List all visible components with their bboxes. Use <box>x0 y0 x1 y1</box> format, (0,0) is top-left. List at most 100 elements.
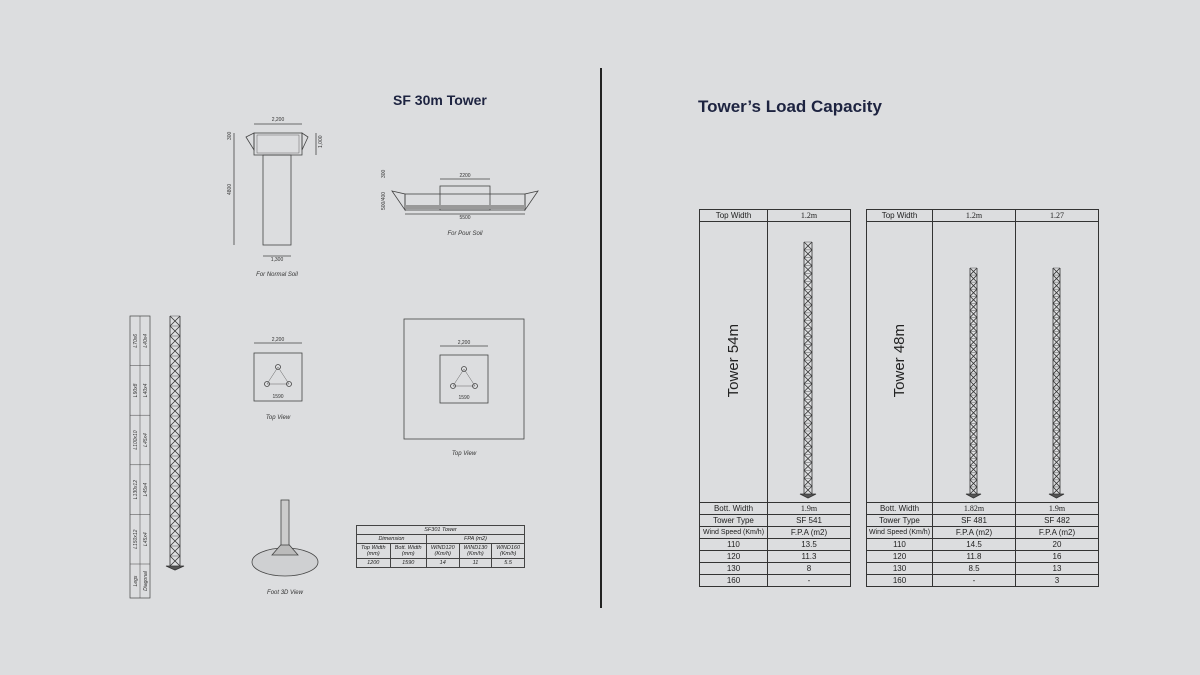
fpa-value: - <box>932 574 1016 587</box>
tower-lattice-icon <box>1048 267 1065 499</box>
label-fpa: F.P.A (m2) <box>1015 526 1099 539</box>
wind-speed: 160 <box>699 574 768 587</box>
tower-elevation <box>165 315 185 571</box>
sf-col-header: WIND130(Km/h) <box>458 543 493 559</box>
wind-speed: 120 <box>866 550 933 563</box>
member-label: L90x8 <box>133 383 139 397</box>
dim: 5500 <box>459 215 470 221</box>
member-header: Diagonal <box>143 570 149 591</box>
dim: 500/400 <box>381 192 387 210</box>
wind-speed: 120 <box>699 550 768 563</box>
wind-speed: 130 <box>699 562 768 575</box>
label-bott-width: Bott. Width <box>699 502 768 515</box>
left-title: SF 30m Tower <box>393 92 487 108</box>
bott-width-value: 1.82m <box>932 502 1016 515</box>
divider <box>600 68 602 608</box>
fpa-value: 11.3 <box>767 550 851 563</box>
tower-type-value: SF 541 <box>767 514 851 527</box>
sf-table-group: Dimension <box>356 534 427 544</box>
wind-speed: 110 <box>866 538 933 551</box>
label-tower-type: Tower Type <box>699 514 768 527</box>
table-row: 160-3 <box>866 574 1099 587</box>
wind-speed: 130 <box>866 562 933 575</box>
dim: 4800 <box>227 184 233 195</box>
top-width-value: 1.27 <box>1015 209 1099 222</box>
right-title: Tower’s Load Capacity <box>698 97 882 116</box>
label-fpa: F.P.A (m2) <box>767 526 851 539</box>
fpa-value: 16 <box>1015 550 1099 563</box>
poor-soil-section <box>391 178 539 215</box>
tower-type-value: SF 481 <box>932 514 1016 527</box>
poor-soil-caption: For Pour Soil <box>447 231 483 237</box>
tower-lattice-icon <box>799 241 817 499</box>
wind-speed: 110 <box>699 538 768 551</box>
sf-value: 11 <box>458 558 493 568</box>
top-view-caption: Top View <box>452 451 477 457</box>
top-view-caption: Top View <box>266 415 291 421</box>
sf-col-header: WIND160(Km/h) <box>491 543 525 559</box>
sf-value: 5.5 <box>491 558 525 568</box>
top-view-2 <box>403 318 525 440</box>
dim: 300 <box>381 169 387 178</box>
tower-name: Tower 54m <box>725 323 742 398</box>
sf-col-header: WIND120(Km/h) <box>425 543 460 559</box>
sf-col-header: Bott. Width(mm) <box>389 543 427 559</box>
dim: 2,200 <box>272 117 285 123</box>
top-width-value: 1.2m <box>767 209 851 222</box>
member-label: L40x4 <box>143 383 149 397</box>
label-top-width: Top Width <box>699 209 768 222</box>
sf-table-group: FPA (m2) <box>425 534 526 544</box>
table-row: 160- <box>699 574 851 587</box>
label-top-width: Top Width <box>866 209 933 222</box>
bott-width-value: 1.9m <box>1015 502 1099 515</box>
top-width-value: 1.2m <box>932 209 1016 222</box>
sf-col-header: Top Width(mm) <box>356 543 391 559</box>
fpa-value: 13.5 <box>767 538 851 551</box>
fpa-value: 13 <box>1015 562 1099 575</box>
tower-482-drawing <box>1015 221 1099 503</box>
sf-value: 1590 <box>389 558 427 568</box>
member-label: L130x12 <box>133 480 139 499</box>
fpa-value: 20 <box>1015 538 1099 551</box>
tower-lattice-icon <box>965 267 982 499</box>
dim: 300 <box>227 131 233 140</box>
dim: 2,200 <box>458 340 471 346</box>
dim: 1590 <box>272 394 283 400</box>
label-tower-type: Tower Type <box>866 514 933 527</box>
dim: 2200 <box>459 173 470 179</box>
foundation-drawings: 2,200 300 1,000 4800 1,300 For Normal So… <box>129 117 539 599</box>
tower-481-drawing <box>932 221 1016 503</box>
dim: 2,200 <box>272 337 285 343</box>
bott-width-value: 1.9m <box>767 502 851 515</box>
fpa-value: 11.8 <box>932 550 1016 563</box>
fpa-value: 8.5 <box>932 562 1016 575</box>
member-label: L45x4 <box>143 532 149 546</box>
label-wind-speed: Wind Speed (Km/h) <box>866 526 933 539</box>
member-label: L45x4 <box>143 433 149 447</box>
member-label: L40x4 <box>143 334 149 348</box>
sf-value: 14 <box>425 558 460 568</box>
member-label: L100x10 <box>133 430 139 449</box>
foot-3d-view <box>251 499 319 577</box>
tower-54-drawing <box>767 221 851 503</box>
dim: 1,300 <box>271 257 284 263</box>
tower-lattice-icon <box>165 315 185 571</box>
member-label: L150x12 <box>133 529 139 548</box>
top-view-1 <box>253 342 303 402</box>
member-label: L45x4 <box>143 483 149 497</box>
label-wind-speed: Wind Speed (Km/h) <box>699 526 768 539</box>
fpa-value: 3 <box>1015 574 1099 587</box>
label-fpa: F.P.A (m2) <box>932 526 1016 539</box>
sf-value: 1200 <box>356 558 391 568</box>
member-header: Legs <box>133 575 139 586</box>
member-label: L70x6 <box>133 334 139 348</box>
